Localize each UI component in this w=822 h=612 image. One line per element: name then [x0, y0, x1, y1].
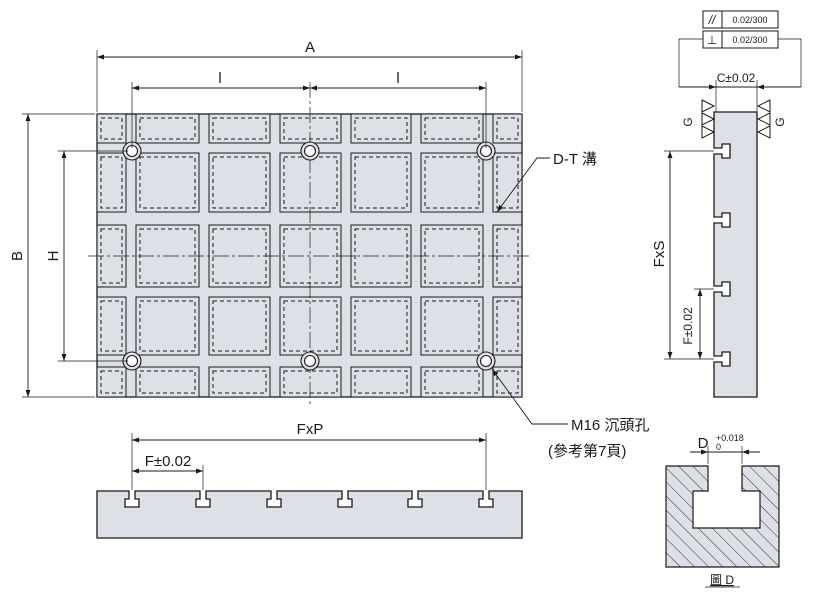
pocket: [420, 366, 484, 398]
pocket-hidden-edge: [424, 117, 480, 140]
dim-h-label: H: [45, 251, 62, 262]
pocket: [96, 296, 127, 356]
pocket-hidden-edge: [283, 117, 338, 140]
parallelism-value: 0.02/300: [732, 15, 767, 25]
pocket-hidden-edge: [100, 117, 123, 140]
top-view: A l l B H D-T 溝 M16 沉頭孔 (參考第7頁): [9, 39, 649, 460]
pocket: [96, 366, 127, 398]
pocket-hidden-edge: [354, 117, 408, 140]
pocket-hidden-edge: [283, 370, 338, 394]
pocket-hidden-edge: [212, 370, 267, 394]
t-slot-callout: D-T 溝: [553, 151, 597, 168]
pocket: [420, 152, 484, 213]
counterbore-leader: [491, 368, 568, 425]
t-slot-leader: [496, 157, 550, 213]
pocket-hidden-edge: [496, 117, 519, 140]
pocket-hidden-edge: [139, 117, 196, 140]
pocket-hidden-edge: [354, 370, 408, 394]
pocket: [492, 366, 523, 398]
pocket-hidden-edge: [212, 117, 267, 140]
pocket: [350, 113, 412, 144]
pocket-hidden-edge: [100, 370, 123, 394]
side-view: // 0.02/300 ⊥ 0.02/300 C±0.02 G G: [651, 10, 802, 398]
pocket: [208, 152, 271, 213]
dim-f-side-label: F±0.02: [681, 307, 695, 345]
counterbore-hole-inner: [303, 354, 317, 368]
perpendicularity-symbol: ⊥: [707, 33, 717, 47]
front-view: FxP F±0.02: [96, 421, 523, 539]
detail-tol-upper: +0.018: [716, 433, 744, 443]
pocket: [135, 296, 200, 356]
pocket-hidden-edge: [139, 370, 196, 394]
pocket: [208, 296, 271, 356]
counterbore-hole-inner: [303, 144, 317, 158]
pocket: [135, 366, 200, 398]
front-plate: [96, 490, 523, 539]
pocket-hidden-edge: [496, 156, 519, 209]
pocket-hidden-edge: [424, 370, 480, 394]
pocket-hidden-edge: [283, 156, 338, 209]
pocket: [350, 296, 412, 356]
dim-fxp-label: FxP: [297, 421, 324, 438]
pocket-hidden-edge: [496, 300, 519, 352]
pocket-hidden-edge: [100, 300, 123, 352]
pocket-hidden-edge: [139, 156, 196, 209]
dim-f-front-label: F±0.02: [145, 453, 192, 470]
pocket: [420, 296, 484, 356]
pocket-hidden-edge: [424, 300, 480, 352]
pocket: [279, 296, 342, 356]
parallelism-symbol: //: [708, 13, 717, 27]
datum-g-right: G: [756, 99, 787, 139]
dim-l-right-label: l: [396, 70, 399, 87]
side-plate: [713, 111, 758, 398]
pocket: [96, 152, 127, 213]
detail-dim-d-label: D: [698, 435, 709, 452]
perpendicularity-value: 0.02/300: [732, 35, 767, 45]
pocket: [492, 296, 523, 356]
datum-g-left: G: [681, 99, 716, 139]
pocket-hidden-edge: [212, 156, 267, 209]
pocket-grid: [96, 113, 523, 398]
detail-tol-lower: 0: [716, 442, 721, 452]
pocket: [420, 113, 484, 144]
pocket-hidden-edge: [283, 300, 338, 352]
svg-text:G: G: [773, 117, 787, 126]
pocket-hidden-edge: [354, 156, 408, 209]
pocket-hidden-edge: [354, 300, 408, 352]
pocket-hidden-edge: [424, 156, 480, 209]
pocket: [135, 113, 200, 144]
pocket: [492, 113, 523, 144]
pocket: [135, 152, 200, 213]
counterbore-callout-line1: M16 沉頭孔: [571, 417, 649, 434]
tolerance-frame: // 0.02/300 ⊥ 0.02/300: [678, 10, 802, 87]
pocket: [350, 152, 412, 213]
pocket: [208, 366, 271, 398]
pocket: [279, 152, 342, 213]
dim-l-left-label: l: [218, 70, 221, 87]
pocket: [208, 113, 271, 144]
pocket: [350, 366, 412, 398]
pocket-hidden-edge: [496, 370, 519, 394]
dim-c-label: C±0.02: [717, 71, 756, 85]
detail-caption: 圖 D: [710, 573, 734, 587]
pocket-hidden-edge: [212, 300, 267, 352]
pocket-hidden-edge: [100, 156, 123, 209]
detail-d: D +0.018 0 圖 D: [665, 433, 780, 588]
pocket-hidden-edge: [139, 300, 196, 352]
pocket: [492, 152, 523, 213]
detail-section-body: [665, 465, 780, 568]
pocket-hidden-edge: [283, 228, 338, 284]
dim-a-label: A: [305, 39, 315, 56]
counterbore-callout-line2: (參考第7頁): [548, 442, 626, 460]
dim-b-label: B: [9, 251, 26, 261]
counterbore-hole-inner: [479, 354, 493, 368]
dim-fxs-label: FxS: [651, 241, 668, 268]
counterbore-hole-inner: [125, 354, 139, 368]
svg-text:G: G: [681, 117, 695, 126]
pocket: [96, 113, 127, 144]
